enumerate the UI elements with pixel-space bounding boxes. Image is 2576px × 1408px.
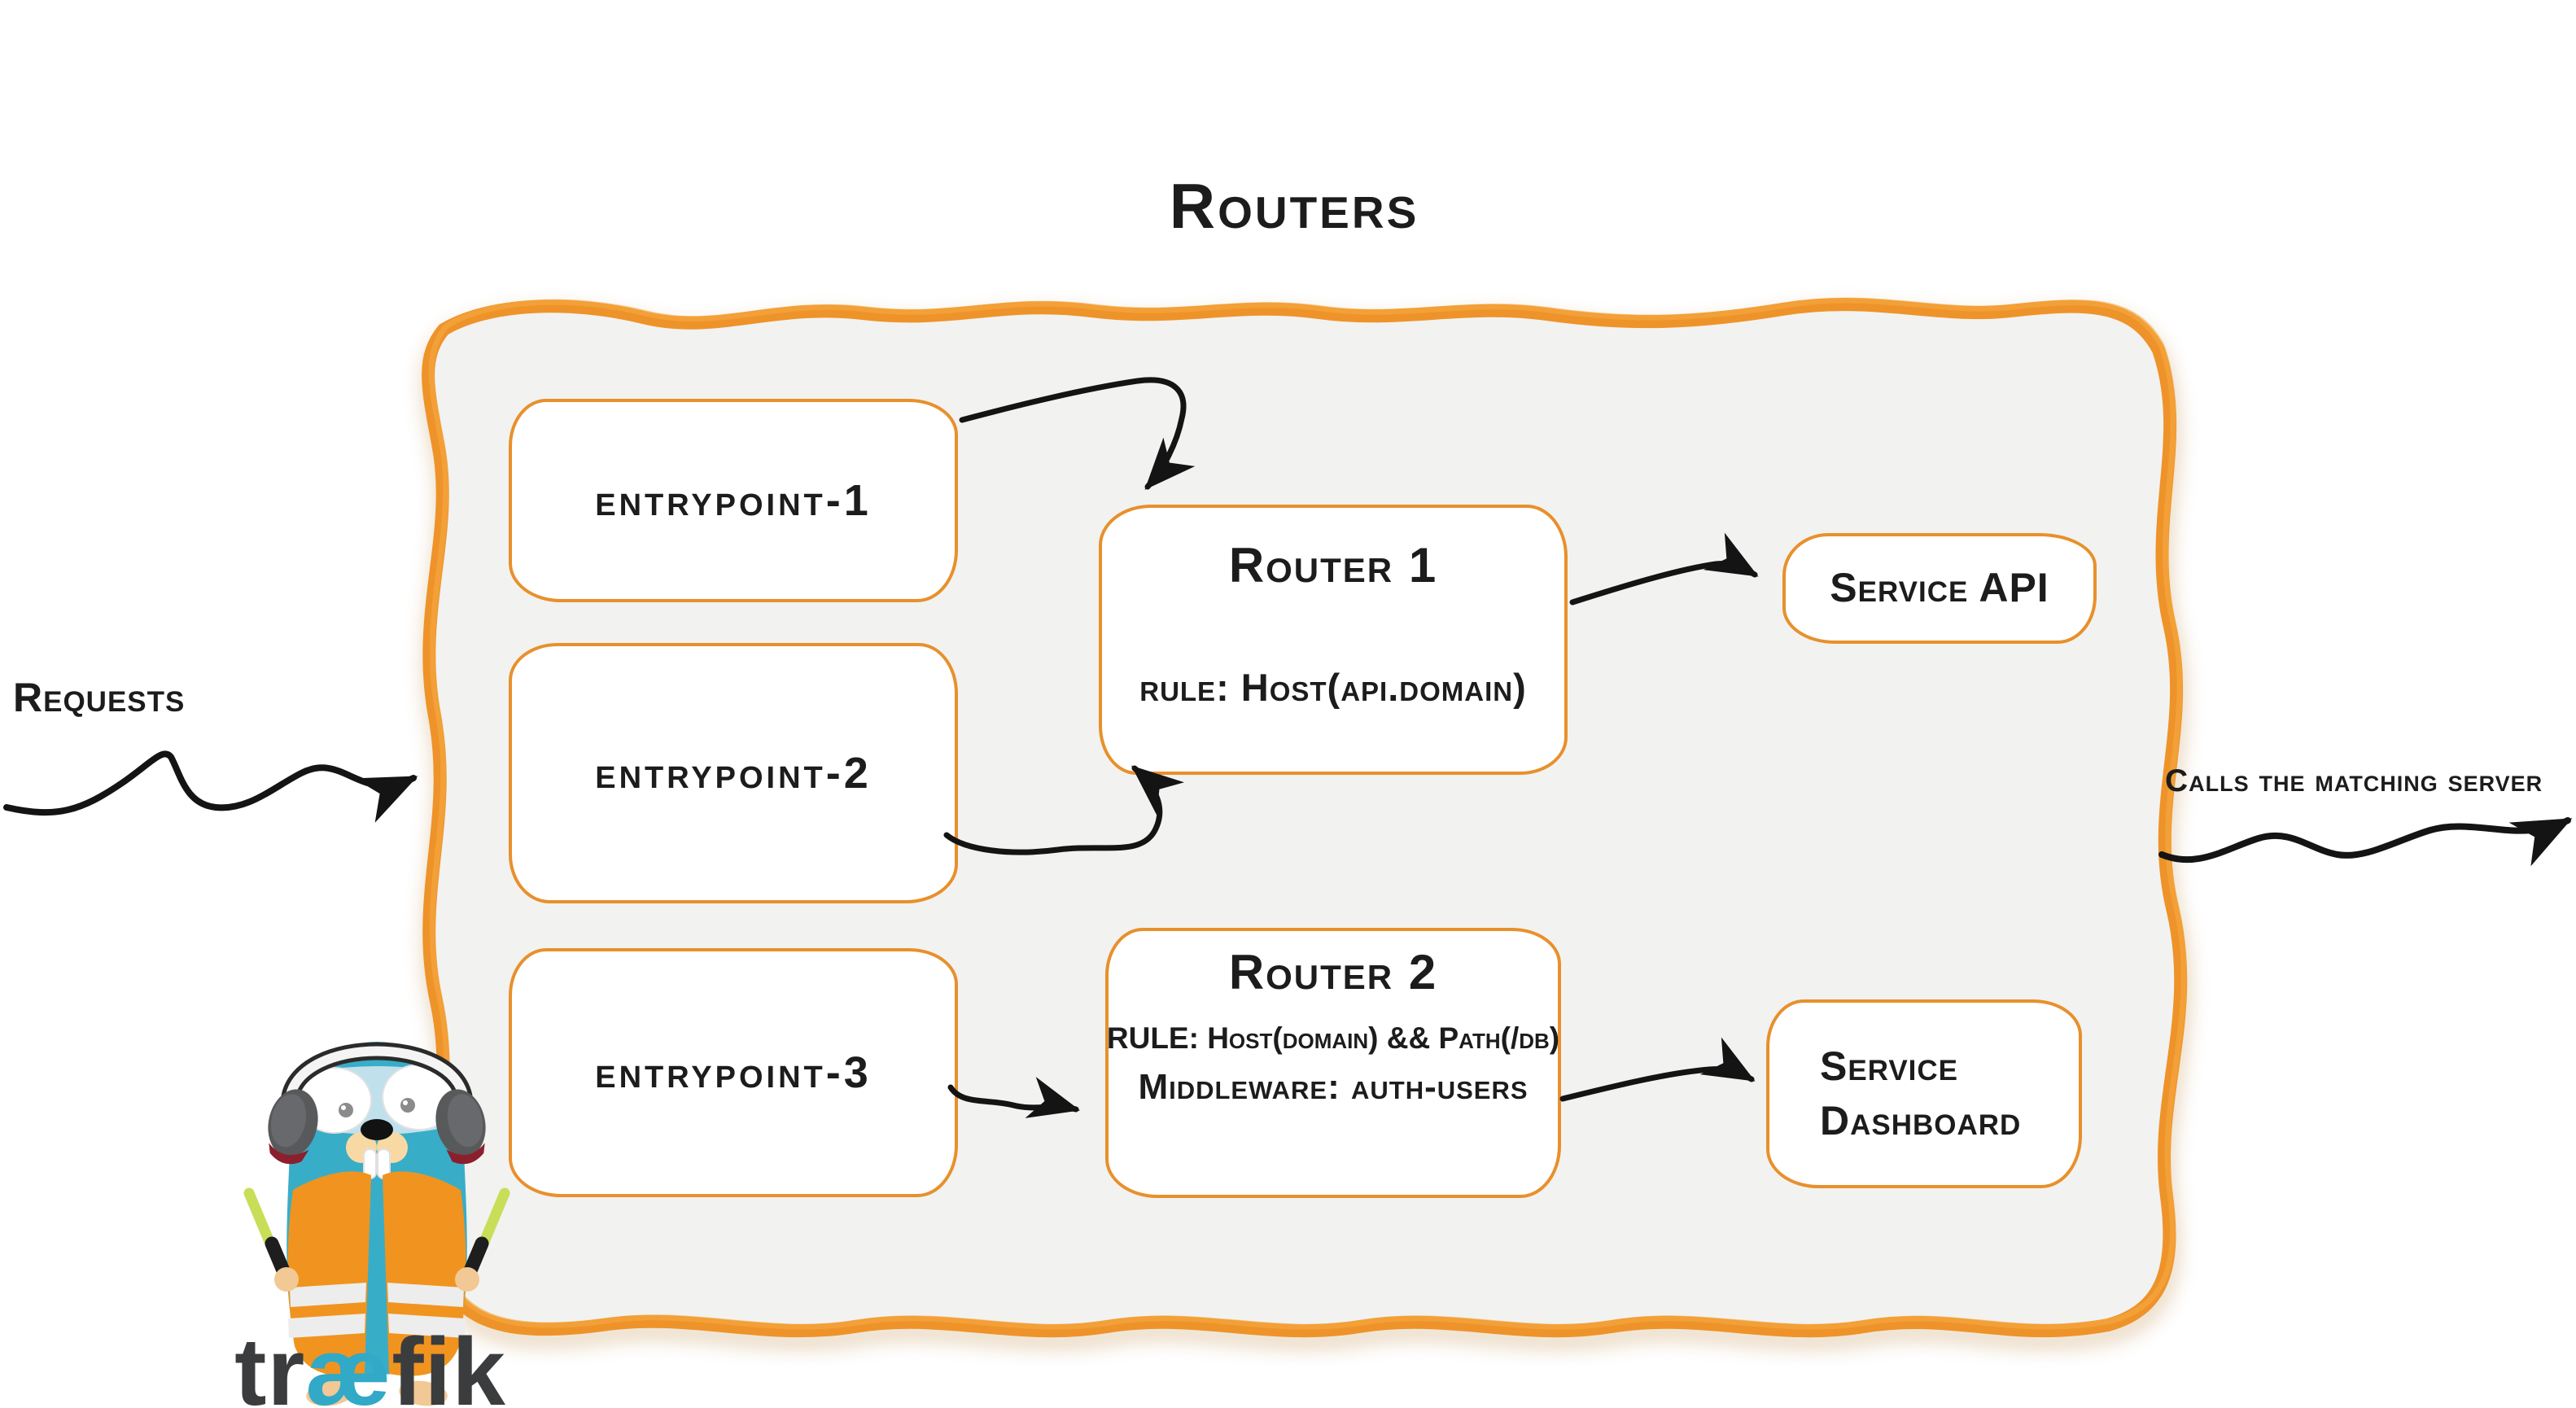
page-title: Routers (1169, 170, 1419, 242)
gopher-hand-left (274, 1267, 299, 1292)
entrypoint-1-label: entrypoint-1 (595, 476, 872, 525)
router-2-rule: RULE: Host(domain) && Path(/db) (1106, 1021, 1560, 1055)
arrow-requests-in (3, 750, 418, 823)
traefik-gopher-logo (243, 1042, 510, 1406)
arrow-router2-to-service-dashboard (1559, 1037, 1756, 1102)
router-1-box: Router 1 rule: Host(api.domain) (1099, 505, 1568, 775)
service-api-label: Service API (1830, 565, 2049, 611)
service-dashboard-box: Service Dashboard (1766, 999, 2082, 1188)
gopher-vest-stripe (288, 1314, 365, 1338)
arrow-entrypoint1-to-router1 (959, 377, 1196, 490)
gopher-earcup-left (268, 1089, 318, 1165)
gopher-earcup-right (435, 1089, 486, 1165)
arrow-entrypoint3-to-router2 (947, 1077, 1081, 1118)
gopher-foot-left (306, 1380, 355, 1406)
gopher-nose (361, 1119, 393, 1140)
gopher-pupil-glint-left (341, 1105, 346, 1110)
gopher-hand-right (455, 1267, 479, 1292)
gopher-headphone-band-inner (285, 1046, 469, 1100)
entrypoint-3-box: entrypoint-3 (509, 948, 958, 1197)
gopher-vest-stripe (387, 1283, 464, 1307)
gopher-foot-right (399, 1380, 448, 1406)
wordmark-post: fik (391, 1318, 506, 1408)
wordmark-pre: tr (234, 1318, 306, 1408)
router-2-middleware: Middleware: auth-users (1138, 1067, 1529, 1107)
gopher-pupil-glint-right (403, 1100, 408, 1105)
calls-matching-server-label: Calls the matching server (2165, 763, 2543, 798)
gopher-vest-stripe (290, 1283, 366, 1307)
arrow-calls-out (2158, 817, 2573, 867)
arrow-entrypoint2-to-router1 (943, 765, 1185, 855)
wordmark-ae-ligature: æ (305, 1318, 392, 1408)
entrypoint-2-box: entrypoint-2 (509, 643, 958, 903)
gopher-pupil-right (400, 1098, 415, 1113)
traefik-wordmark: træfik (230, 1317, 511, 1408)
router-2-box: Router 2 RULE: Host(domain) && Path(/db)… (1105, 928, 1561, 1198)
entrypoint-1-box: entrypoint-1 (509, 399, 958, 602)
router-2-title: Router 2 (1228, 945, 1438, 999)
arrow-router1-to-service-api (1569, 532, 1759, 606)
service-api-box: Service API (1782, 533, 2097, 644)
router-1-rule: rule: Host(api.domain) (1139, 666, 1527, 709)
entrypoint-2-label: entrypoint-2 (595, 749, 872, 798)
requests-label: Requests (13, 675, 186, 720)
gopher-vest-stripe (388, 1314, 466, 1338)
service-dashboard-label: Service Dashboard (1820, 1043, 2022, 1144)
entrypoint-3-label: entrypoint-3 (595, 1048, 872, 1097)
gopher-pupil-left (339, 1103, 353, 1117)
router-1-title: Router 1 (1228, 538, 1438, 592)
